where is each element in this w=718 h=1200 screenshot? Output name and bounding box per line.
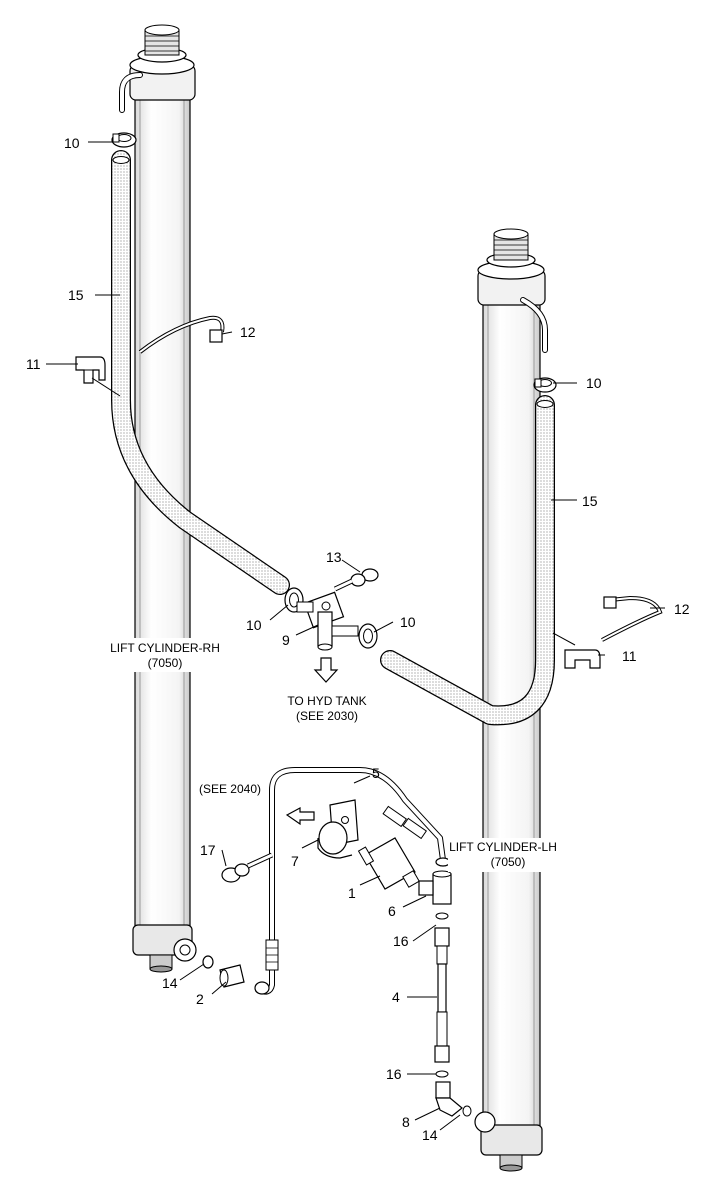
lh-cylinder-ref: (7050) [491,855,526,869]
callout-1: 1 [348,885,356,901]
callout-4: 4 [392,989,400,1005]
callout-9: 9 [282,632,290,648]
see-2040-label: (SEE 2040) [199,782,261,796]
callout-6: 6 [388,903,396,919]
valve [357,837,420,890]
callout-8: 8 [402,1114,410,1130]
hyd-tank-ref: (SEE 2030) [296,709,358,723]
elbow-fitting [435,1081,472,1117]
connector [219,964,270,995]
tie-strap-lh [601,595,663,642]
tie-strap-rh [138,315,225,354]
hose-clip-rh [75,356,106,384]
rh-cylinder-label: LIFT CYLINDER-RH [110,641,220,655]
breather-tube-rh [119,72,143,113]
hose-assembly [434,912,450,1078]
hose-clamp-rh-top [111,132,137,148]
callout-11: 11 [622,648,637,664]
callout-16: 16 [386,1066,402,1082]
callout-15: 15 [582,493,598,509]
callout-17: 17 [200,842,216,858]
rh-cylinder-ref: (7050) [148,656,183,670]
callout-5: 5 [372,765,380,781]
hose-lh [380,395,555,726]
callout-10: 10 [400,614,416,630]
hose-clamp-tee-right [358,623,378,649]
callout-15: 15 [68,287,84,303]
direction-arrow [285,806,315,826]
callout-12: 12 [240,324,256,340]
callout-11: 11 [26,356,41,372]
callout-14: 14 [422,1127,438,1143]
bolt [221,852,274,883]
o-ring-rh [202,955,214,969]
callout-10: 10 [64,135,80,151]
hose-rh [111,150,290,595]
breather-tube-lh [520,297,548,353]
callout-7: 7 [291,853,299,869]
callout-10: 10 [246,617,262,633]
to-tank-arrow [313,657,339,683]
callout-12: 12 [674,601,690,617]
hyd-tank-label: TO HYD TANK [287,694,366,708]
tee-fitting [296,591,359,651]
hose-clamp-lh-top [533,377,557,393]
leader-lines [46,141,665,1131]
clamp-bracket [317,799,359,859]
callout-14: 14 [162,975,178,991]
hose-clip-lh [564,649,601,669]
callout-10: 10 [586,375,602,391]
callout-13: 13 [326,549,342,565]
callout-16: 16 [393,933,409,949]
callout-2: 2 [196,991,204,1007]
tee-connector [418,870,452,905]
lh-cylinder-label: LIFT CYLINDER-LH [449,840,557,854]
screw [333,568,379,592]
